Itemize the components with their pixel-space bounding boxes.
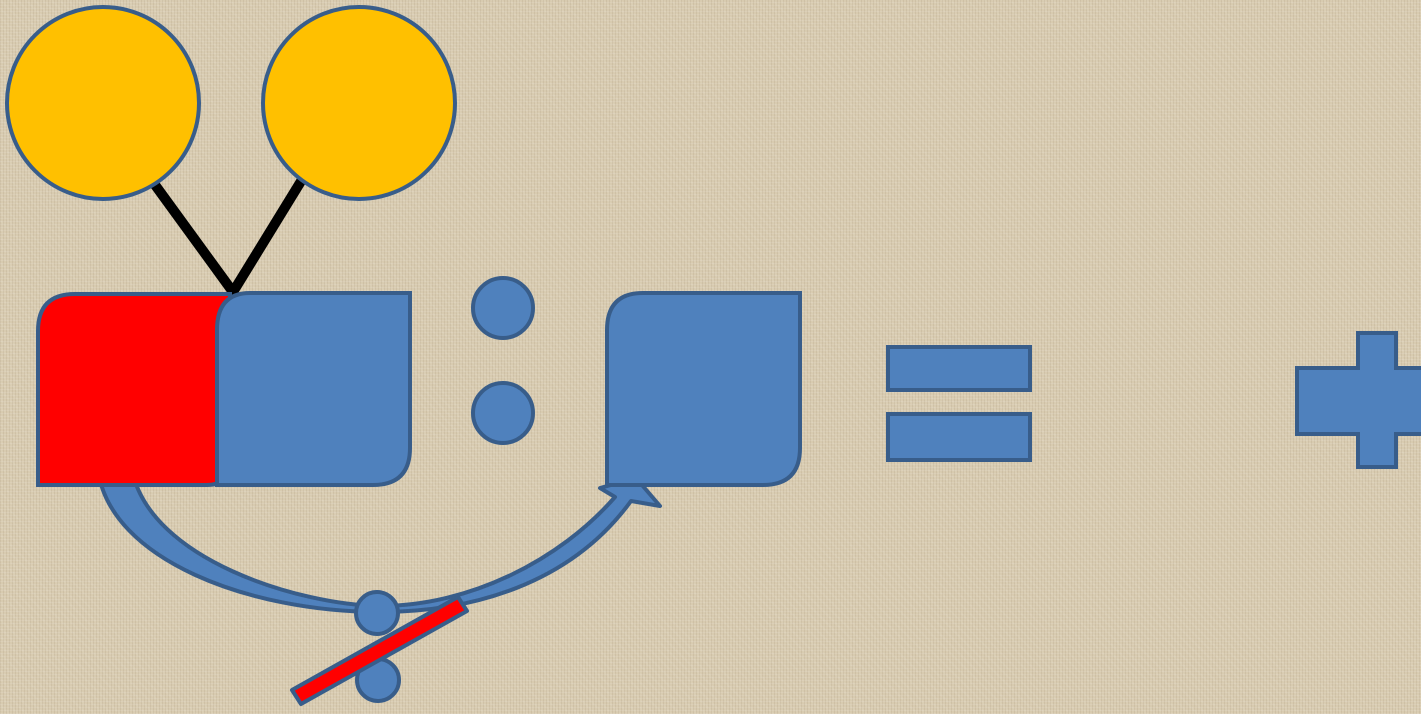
blue-square-right <box>607 293 800 485</box>
equals-sign <box>888 347 1030 460</box>
equals-bottom-bar <box>888 414 1030 460</box>
equals-top-bar <box>888 347 1030 390</box>
crossed-colon-top-dot <box>356 592 398 634</box>
colon-top-dot <box>473 278 533 338</box>
connector-lines <box>150 178 303 292</box>
right-yellow-circle <box>263 7 455 199</box>
colon-bottom-dot <box>473 383 533 443</box>
blue-square-left <box>217 293 410 485</box>
red-square <box>38 294 230 485</box>
left-connector-line <box>150 178 233 292</box>
right-connector-line <box>233 178 303 292</box>
left-yellow-circle <box>7 7 199 199</box>
plus-sign <box>1297 333 1421 467</box>
division-colon <box>473 278 533 443</box>
